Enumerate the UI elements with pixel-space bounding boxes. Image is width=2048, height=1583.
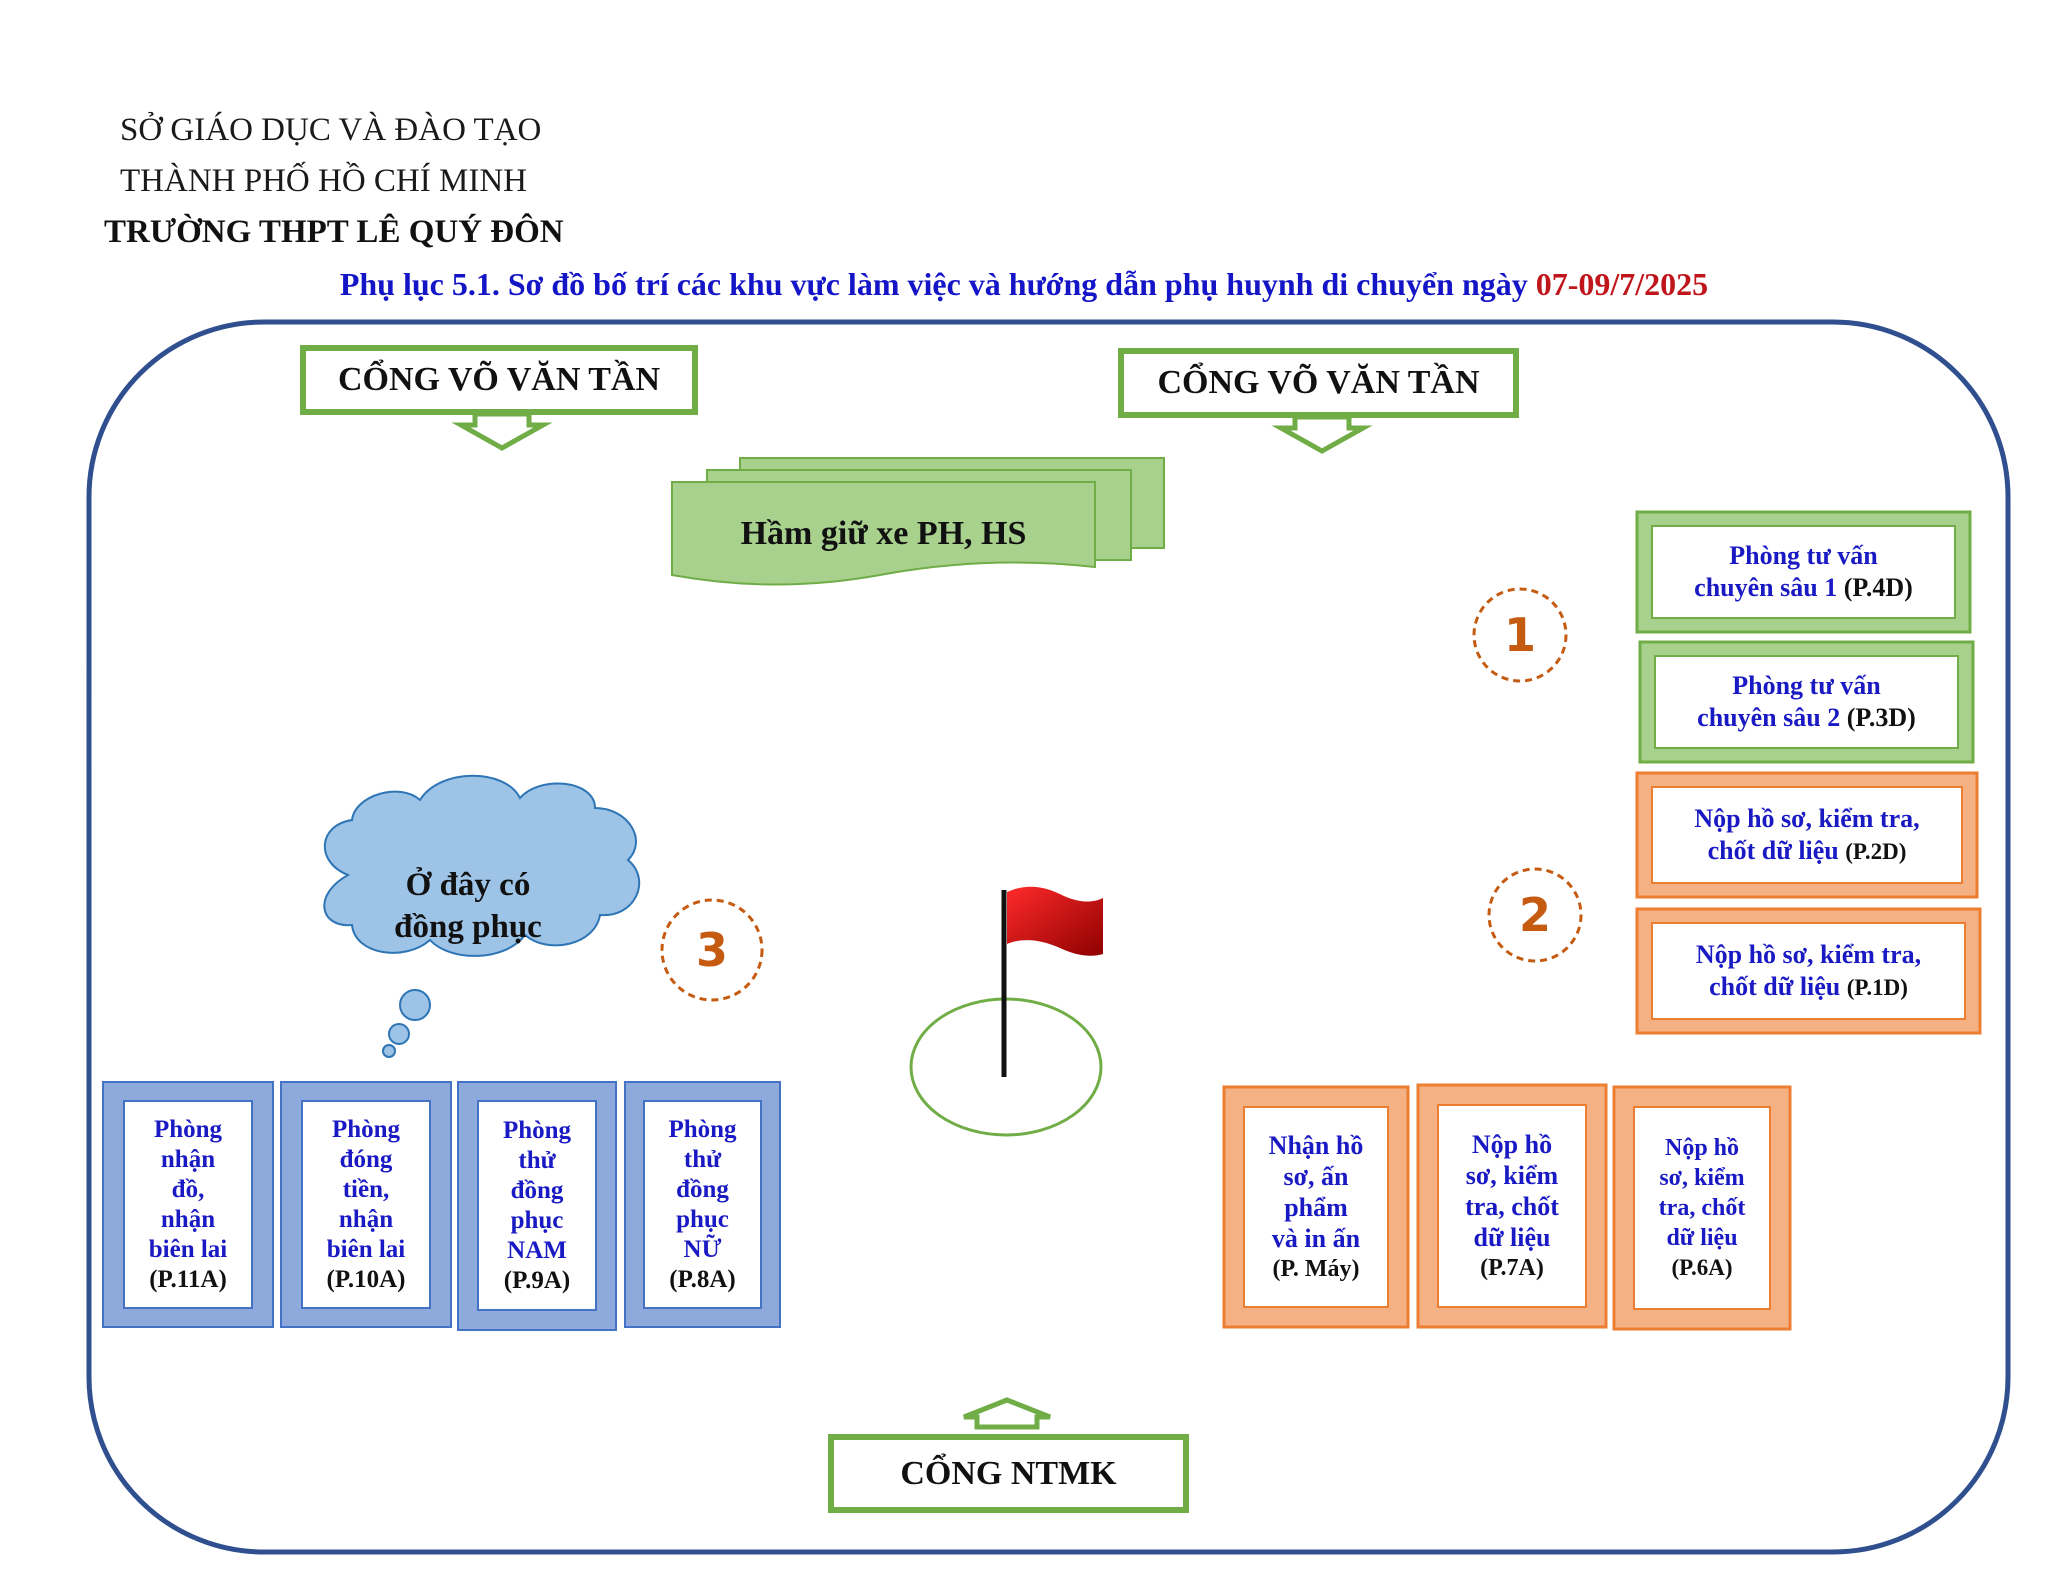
room-p11a-line3: đồ, — [171, 1175, 205, 1203]
parking-shape — [671, 457, 1165, 586]
bottom-room-boxes — [1222, 1083, 1792, 1331]
room-p-may-code: (P. Máy) — [1272, 1255, 1360, 1282]
room-p8a-line3: đồng — [676, 1175, 729, 1203]
room-p9a-line3: đồng — [510, 1176, 564, 1204]
header-school: TRƯỜNG THPT LÊ QUÝ ĐÔN — [104, 214, 564, 250]
marker-3-label: 3 — [695, 923, 728, 977]
room-p7a-line3: tra, chốt — [1465, 1191, 1559, 1221]
right-room-boxes — [1635, 510, 1982, 1035]
title-text: Phụ lục 5.1. Sơ đồ bố trí các khu vực là… — [339, 266, 1536, 302]
room-p10a-line3: tiền, — [342, 1175, 390, 1203]
room-p8a-line2: thử — [683, 1145, 722, 1173]
room-p11a-line2: nhận — [160, 1145, 216, 1173]
room-p4d: Phòng tư vấn chuyên sâu 1 (P.4D) — [1652, 526, 1955, 618]
flag-icon — [1007, 886, 1103, 956]
room-p8a-line4: phục — [676, 1205, 729, 1233]
gate-bottom-label: CỔNG NTMK — [900, 1454, 1117, 1492]
room-p11a-line4: nhận — [160, 1205, 216, 1233]
room-p6a: Nộp hồ sơ, kiểm tra, chốt dữ liệu (P.6A) — [1634, 1107, 1770, 1309]
room-p3d-line2: chuyên sâu 2 — [1697, 703, 1841, 732]
room-p2d-line2: chốt dữ liệu — [1707, 835, 1839, 865]
room-p9a-line5: NAM — [507, 1236, 567, 1264]
room-p11a-line1: Phòng — [153, 1115, 223, 1143]
gate-bottom-shape — [828, 1397, 1189, 1513]
room-p1d-line2: chốt dữ liệu — [1709, 971, 1841, 1001]
room-p10a-line5: biên lai — [326, 1235, 406, 1263]
cloud-shape — [323, 774, 641, 1058]
room-p10a-line1: Phòng — [331, 1115, 401, 1143]
title-date: 07-09/7/2025 — [1535, 266, 1709, 302]
header-city: THÀNH PHỐ HỒ CHÍ MINH — [120, 163, 527, 199]
room-p7a: Nộp hồ sơ, kiểm tra, chốt dữ liệu (P.7A) — [1438, 1105, 1586, 1307]
room-p3d-code: (P.3D) — [1846, 703, 1916, 732]
marker-3-circle — [660, 898, 764, 1002]
room-p8a-line5: NỮ — [683, 1235, 722, 1263]
room-p-may-line4: và in ấn — [1271, 1223, 1361, 1253]
marker-1-label: 1 — [1503, 608, 1536, 662]
room-p7a-line4: dữ liệu — [1473, 1222, 1551, 1252]
room-p9a: Phòng thử đồng phục NAM (P.9A) — [478, 1101, 596, 1310]
parking-label: Hầm giữ xe PH, HS — [740, 515, 1027, 552]
room-p9a-code: (P.9A) — [503, 1266, 571, 1294]
gate-top-right-label: CỔNG VÕ VĂN TẦN — [1157, 364, 1480, 401]
room-p1d: Nộp hồ sơ, kiểm tra, chốt dữ liệu (P.1D) — [1652, 923, 1965, 1019]
room-p-may: Nhận hồ sơ, ấn phẩm và in ấn (P. Máy) — [1244, 1107, 1388, 1307]
gate-top-left-label: CỔNG VÕ VĂN TẦN — [337, 361, 661, 398]
room-p4d-line2: chuyên sâu 1 — [1694, 573, 1838, 602]
room-p6a-code: (P.6A) — [1671, 1255, 1733, 1280]
room-p10a-code: (P.10A) — [326, 1265, 406, 1293]
room-p10a-line4: nhận — [338, 1205, 394, 1233]
marker-2-label: 2 — [1518, 888, 1551, 942]
room-p-may-line3: phẩm — [1284, 1192, 1348, 1222]
room-p9a-line1: Phòng — [502, 1116, 572, 1144]
room-p1d-code: (P.1D) — [1846, 974, 1908, 1000]
room-p4d-code: (P.4D) — [1843, 573, 1913, 602]
gate-top-left-shape — [300, 345, 698, 451]
room-p11a: Phòng nhận đồ, nhận biên lai (P.11A) — [124, 1101, 252, 1308]
room-p-may-line1: Nhận hồ — [1268, 1130, 1364, 1160]
room-p2d-code: (P.2D) — [1845, 838, 1907, 864]
cloud-line-1: Ở đây có — [405, 867, 531, 903]
room-p2d-line1: Nộp hồ sơ, kiểm tra, — [1694, 803, 1920, 833]
room-p4d-line1: Phòng tư vấn — [1729, 541, 1878, 570]
room-p11a-line5: biên lai — [148, 1235, 228, 1263]
room-p11a-code: (P.11A) — [149, 1265, 227, 1293]
room-p8a-line1: Phòng — [668, 1115, 737, 1143]
room-p6a-line2: sơ, kiểm — [1659, 1165, 1745, 1191]
room-p6a-line1: Nộp hồ — [1664, 1135, 1740, 1161]
room-p3d: Phòng tư vấn chuyên sâu 2 (P.3D) — [1655, 656, 1958, 748]
header-department: SỞ GIÁO DỤC VÀ ĐÀO TẠO — [120, 112, 542, 148]
room-p2d: Nộp hồ sơ, kiểm tra, chốt dữ liệu (P.2D) — [1652, 787, 1962, 883]
cloud-label: Ở đây có đồng phục — [348, 862, 588, 950]
room-p7a-line1: Nộp hồ — [1471, 1129, 1553, 1159]
room-p8a-code: (P.8A) — [669, 1265, 736, 1293]
marker-2-circle — [1487, 867, 1583, 963]
room-p6a-line4: dữ liệu — [1666, 1225, 1738, 1251]
page-title: Phụ lục 5.1. Sơ đồ bố trí các khu vực là… — [0, 266, 2048, 303]
room-p1d-line1: Nộp hồ sơ, kiểm tra, — [1695, 939, 1922, 969]
room-p-may-line2: sơ, ấn — [1283, 1161, 1349, 1191]
room-p7a-code: (P.7A) — [1480, 1254, 1544, 1281]
room-p7a-line2: sơ, kiểm — [1465, 1160, 1559, 1190]
gate-top-right-shape — [1118, 348, 1519, 454]
left-room-boxes — [102, 1081, 781, 1331]
room-p8a: Phòng thử đồng phục NỮ (P.8A) — [644, 1101, 761, 1308]
room-p10a: Phòng đóng tiền, nhận biên lai (P.10A) — [302, 1101, 430, 1308]
room-p3d-line1: Phòng tư vấn — [1732, 671, 1881, 700]
cloud-line-2: đồng phục — [394, 909, 542, 945]
room-p9a-line4: phục — [510, 1206, 564, 1234]
campus-boundary — [86, 319, 2011, 1555]
marker-1-circle — [1472, 587, 1568, 683]
room-p9a-line2: thử — [518, 1146, 556, 1174]
room-p10a-line2: đóng — [339, 1145, 393, 1173]
room-p6a-line3: tra, chốt — [1658, 1195, 1746, 1221]
